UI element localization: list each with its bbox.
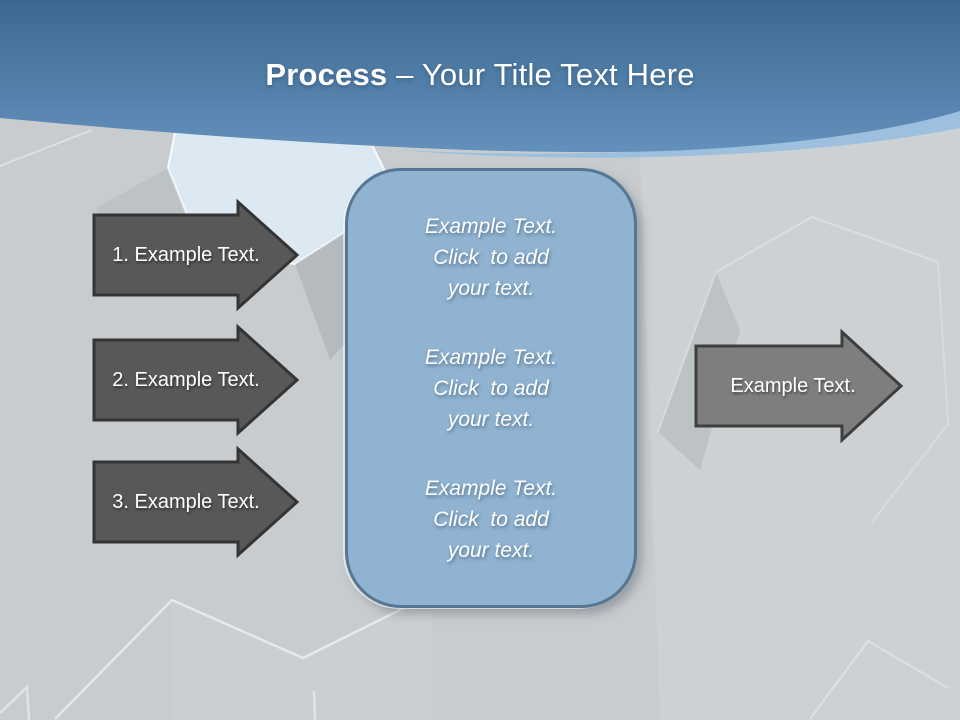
arrow-label-text: 3. Example Text.	[112, 490, 260, 513]
slide-title-bold: Process	[265, 57, 388, 92]
arrow-label: 1. Example Text.	[100, 215, 272, 295]
arrow-label-text: Example Text.	[730, 374, 856, 397]
slide-title-rest: – Your Title Text Here	[387, 57, 695, 92]
slide-title[interactable]: Process – Your Title Text Here	[0, 56, 960, 94]
arrow-label: 2. Example Text.	[100, 340, 272, 420]
arrow-label-text: 2. Example Text.	[112, 368, 260, 391]
box-paragraph-1[interactable]: Example Text. Click to add your text.	[424, 214, 558, 300]
box-paragraph-3[interactable]: Example Text. Click to add your text.	[424, 476, 558, 562]
arrow-shape	[92, 323, 300, 437]
arrow-shape	[92, 445, 300, 559]
process-arrow-2[interactable]: 2. Example Text.	[92, 323, 300, 437]
arrow-label: Example Text.	[698, 346, 888, 426]
process-arrow-right[interactable]: Example Text.	[694, 328, 904, 444]
box-paragraph-2[interactable]: Example Text. Click to add your text.	[424, 345, 558, 431]
arrow-shape	[92, 198, 300, 312]
center-text-box[interactable]: Example Text. Click to add your text. Ex…	[345, 168, 637, 608]
arrow-shape	[694, 328, 904, 444]
process-arrow-3[interactable]: 3. Example Text.	[92, 445, 300, 559]
arrow-label-text: 1. Example Text.	[112, 243, 260, 266]
process-arrow-1[interactable]: 1. Example Text.	[92, 198, 300, 312]
arrow-label: 3. Example Text.	[100, 462, 272, 542]
